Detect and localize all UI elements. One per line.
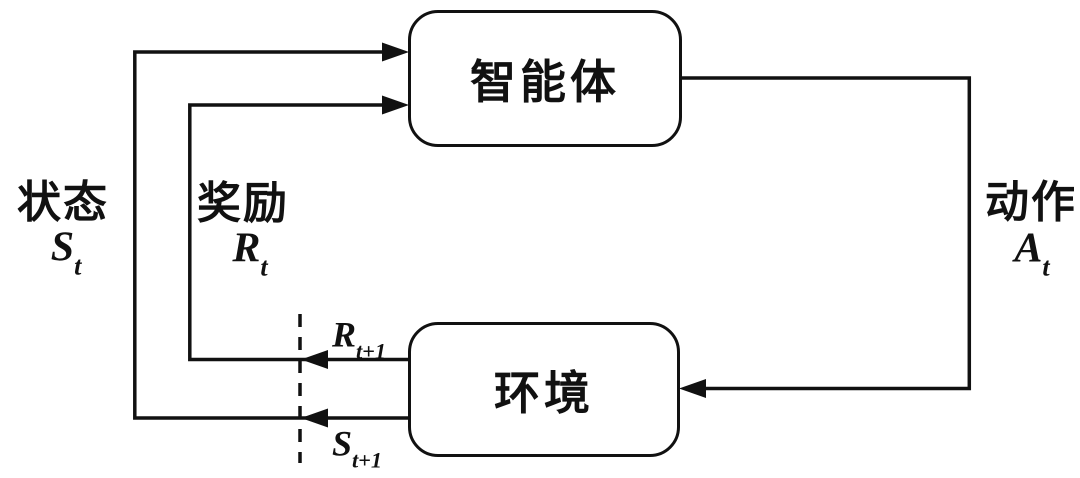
action-symbol: At (1014, 224, 1049, 281)
reward-edge-line (188, 103, 409, 362)
reward-symbol-sub: t (260, 252, 268, 282)
state-arrowhead-into-agent-icon (382, 42, 409, 62)
next-reward-symbol-sub: t+1 (355, 338, 387, 364)
action-symbol-sub: t (1042, 252, 1050, 282)
reward-arrowhead-into-agent-icon (382, 95, 409, 115)
state-symbol-base: S (50, 224, 75, 271)
state-label: 状态 (17, 178, 109, 227)
action-arrowhead-into-environment-icon (679, 379, 706, 398)
next-state-symbol: St+1 (331, 422, 382, 472)
agent-node: 智能体 (408, 10, 682, 147)
state-symbol: St (50, 223, 82, 280)
reward-arrowhead-at-boundary-icon (301, 350, 328, 369)
next-reward-symbol-base: R (331, 314, 356, 355)
next-state-symbol-base: S (331, 423, 352, 464)
state-arrowhead-at-boundary-icon (301, 408, 328, 428)
environment-node: 环境 (408, 322, 680, 457)
action-label: 动作 (985, 178, 1077, 227)
environment-node-label: 环境 (494, 366, 594, 419)
action-edge-line (680, 76, 972, 391)
next-state-symbol-sub: t+1 (351, 447, 383, 473)
reward-symbol-base: R (232, 225, 261, 272)
reward-symbol: Rt (232, 224, 267, 281)
reward-label: 奖励 (197, 179, 289, 228)
state-symbol-sub: t (74, 251, 82, 281)
agent-node-label: 智能体 (470, 55, 620, 108)
state-edge-line (133, 50, 409, 420)
next-reward-symbol: Rt+1 (331, 313, 386, 363)
action-symbol-base: A (1014, 225, 1043, 272)
